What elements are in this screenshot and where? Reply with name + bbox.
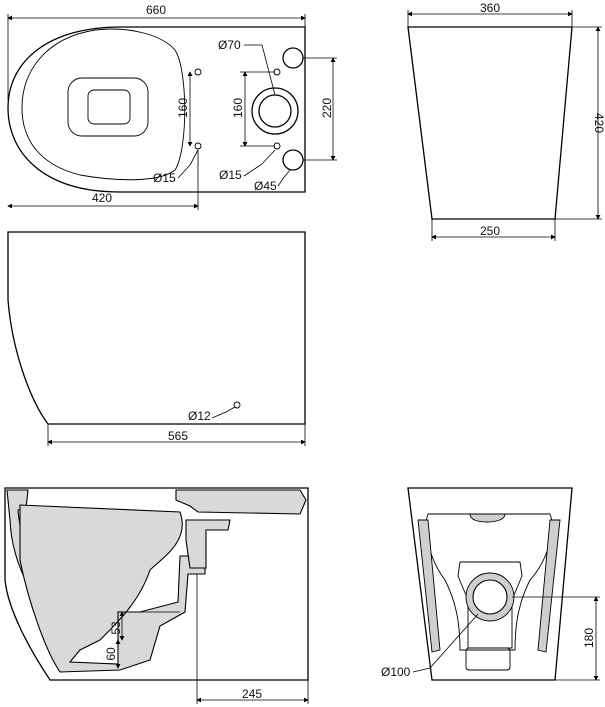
section-flush-channel [185, 519, 231, 569]
outlet-outer [251, 87, 299, 135]
label-hole-center: Ø15 [219, 168, 242, 182]
section-top-rim [175, 489, 307, 515]
side-view: 565 Ø12 [7, 231, 306, 446]
side-hole [233, 401, 241, 409]
dim-rear-outlet-height: 180 [582, 628, 596, 648]
dim-section-60: 60 [104, 647, 118, 661]
dim-section-53: 53 [109, 621, 123, 635]
dim-side-length: 565 [168, 429, 188, 443]
dim-front-height: 420 [592, 113, 605, 133]
rear-trap-outline [457, 561, 523, 649]
mounting-hole-left-top [194, 68, 202, 76]
top-view: 660 420 160 160 220 Ø70 Ø15 Ø15 Ø45 [7, 3, 337, 210]
section-trap [19, 504, 206, 673]
dim-seat-width: 420 [92, 191, 112, 205]
label-outlet: Ø70 [218, 38, 241, 52]
bowl-drain [87, 89, 131, 125]
front-view-outline [407, 26, 573, 220]
label-hole-left: Ø15 [153, 171, 176, 185]
front-view: 360 420 250 [407, 1, 605, 241]
dim-hole-spacing-center: 160 [231, 98, 245, 118]
dim-width: 660 [146, 3, 166, 17]
bowl-inner [67, 77, 149, 137]
dim-front-top-width: 360 [480, 1, 500, 15]
label-side-hole: Ø12 [188, 409, 211, 423]
label-pipe: Ø45 [254, 179, 277, 193]
rear-right-slot [537, 519, 561, 653]
dim-hole-spacing-right: 220 [320, 98, 334, 118]
dim-hole-spacing-left: 160 [176, 98, 190, 118]
dim-outlet-offset: 245 [242, 687, 262, 701]
pipe-bottom [282, 149, 304, 171]
rear-bottom-plate [465, 647, 511, 671]
pipe-top [282, 47, 304, 69]
rear-left-slot [417, 519, 441, 653]
rear-outlet-inner [472, 579, 508, 615]
outlet-inner [258, 94, 292, 128]
mounting-hole-left-bottom [194, 142, 202, 150]
section-outer [4, 487, 309, 681]
dim-front-bottom-width: 250 [480, 224, 500, 238]
rear-inner-body [425, 513, 553, 651]
top-view-outline [7, 26, 306, 193]
section-view: 53 60 245 [4, 487, 309, 704]
rear-view: Ø100 180 [381, 487, 600, 681]
label-rear-outlet: Ø100 [381, 665, 411, 679]
side-view-outline [7, 231, 306, 425]
rear-rim [469, 513, 506, 523]
bowl-outline [21, 28, 186, 181]
